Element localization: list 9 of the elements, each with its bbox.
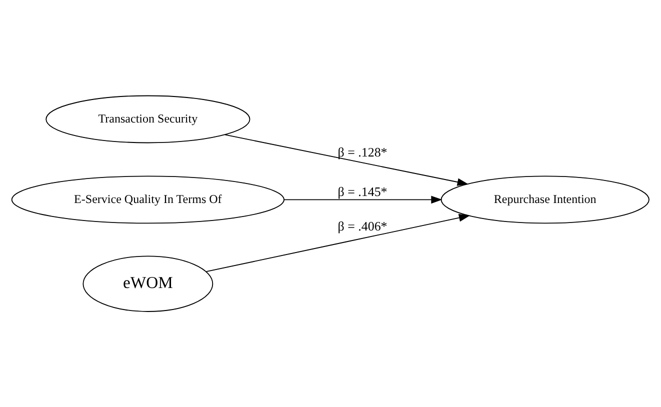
arrow (224, 134, 468, 186)
edge-label: β = .406* (338, 218, 388, 234)
arrow (284, 196, 442, 204)
edge-label: β = .145* (338, 184, 388, 200)
node-ellipse: Transaction Security (46, 95, 250, 144)
edge-label: β = .128* (338, 144, 388, 160)
node-ellipse: eWOM (82, 256, 214, 312)
node-ellipse: E-Service Quality In Terms Of (11, 176, 284, 224)
arrow (206, 214, 470, 272)
